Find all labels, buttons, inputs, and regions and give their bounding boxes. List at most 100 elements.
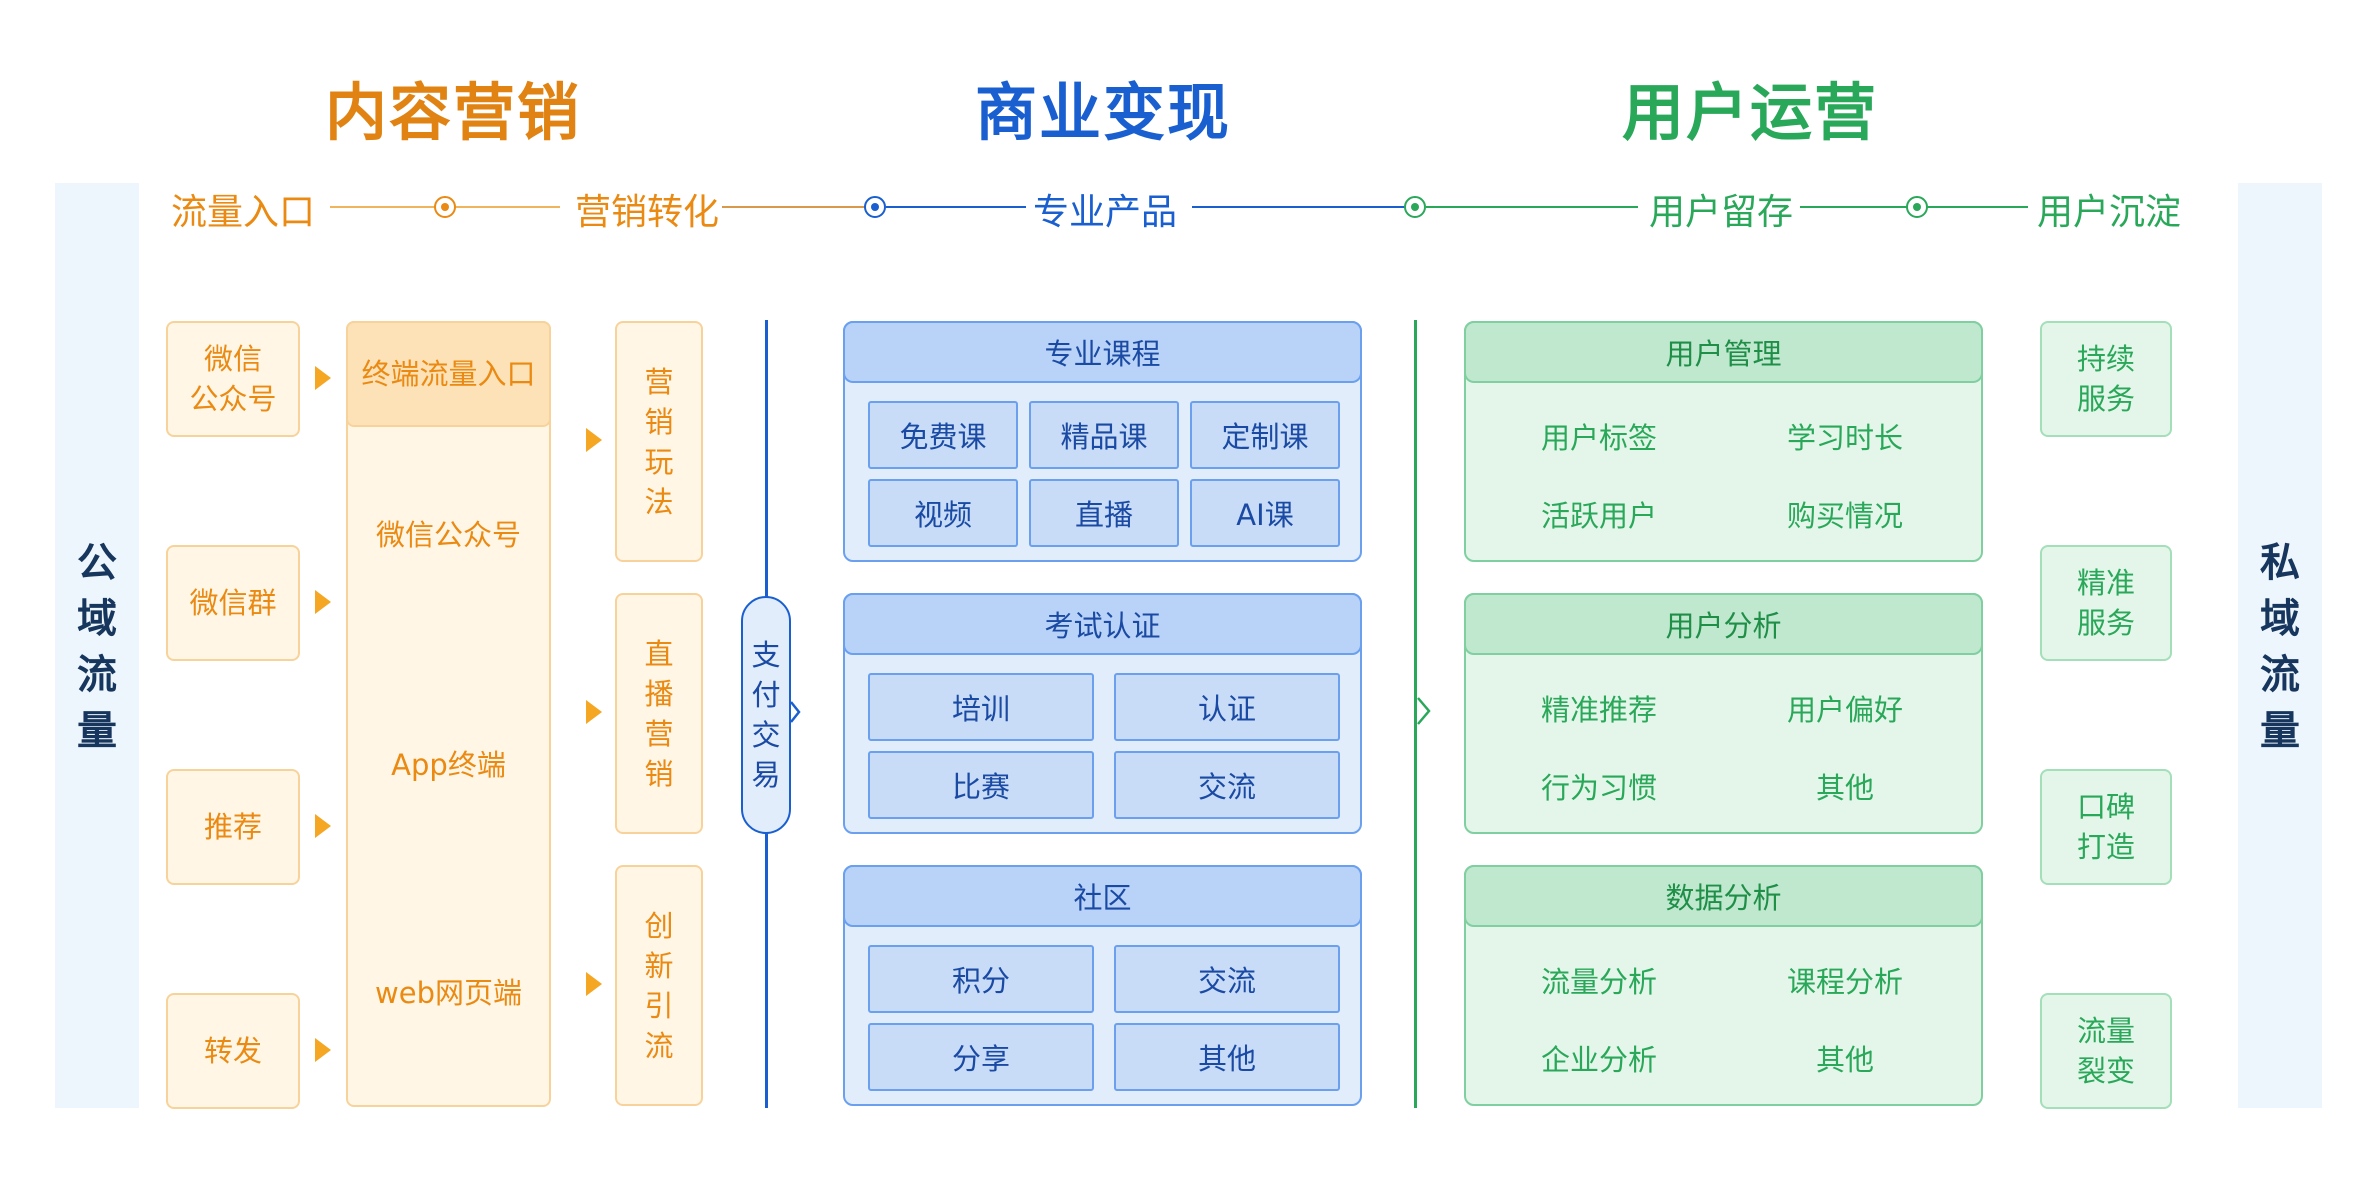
user-item: 活跃用户	[1540, 499, 1657, 533]
user-item: 企业分析	[1540, 1043, 1657, 1077]
arrow-right-icon	[315, 590, 331, 614]
product-item: 培训	[868, 673, 1094, 741]
stage-traffic-entry: 流量入口	[170, 192, 315, 233]
arrow-right-icon	[586, 700, 602, 724]
user-panel-title: 用户分析	[1464, 593, 1983, 655]
title-business-monetization: 商业变现	[974, 76, 1231, 149]
vertical-char: 域	[2260, 596, 2300, 642]
product-item: 直播	[1029, 479, 1179, 547]
product-item: 其他	[1114, 1023, 1340, 1091]
source-label: 微信群	[189, 586, 277, 620]
product-item: 认证	[1114, 673, 1340, 741]
flow-line-segment	[886, 206, 1026, 208]
vertical-char: 销	[644, 756, 674, 791]
marketing-label: 营销玩法	[644, 362, 673, 522]
flow-line-segment	[1426, 206, 1638, 208]
source-box-wechat-official: 微信 公众号	[166, 321, 300, 437]
service-box: 口碑 打造	[2040, 769, 2172, 885]
user-item: 流量分析	[1540, 965, 1657, 999]
product-item: 视频	[868, 479, 1018, 547]
source-label: 推荐	[203, 810, 262, 844]
private-traffic-label: 私域流量	[2238, 535, 2322, 759]
vertical-char: 支	[751, 638, 781, 672]
product-panel-courses: 专业课程 免费课 精品课 定制课 视频 直播 AI课	[843, 321, 1362, 562]
stage-marketing-conversion: 营销转化	[574, 192, 719, 233]
vertical-char: 量	[2260, 708, 2300, 754]
terminal-column	[346, 321, 551, 1107]
product-panel-title: 专业课程	[843, 321, 1362, 383]
product-panel-title: 考试认证	[843, 593, 1362, 655]
terminal-header-label: 终端流量入口	[361, 357, 536, 391]
public-traffic-panel	[55, 183, 139, 1108]
vertical-char: 量	[77, 708, 117, 754]
flow-node	[1404, 196, 1426, 218]
service-label: 精准 服务	[2076, 566, 2135, 640]
vertical-char: 新	[644, 948, 674, 983]
product-item: AI课	[1190, 479, 1340, 547]
arrow-right-icon	[586, 972, 602, 996]
retention-line	[1414, 320, 1417, 1108]
vertical-char: 创	[644, 908, 674, 943]
user-item: 精准推荐	[1540, 693, 1657, 727]
marketing-box: 直播营销	[615, 593, 703, 834]
terminal-item: 微信公众号	[375, 518, 521, 552]
product-item: 比赛	[868, 751, 1094, 819]
user-item: 其他	[1815, 771, 1874, 805]
user-item: 学习时长	[1786, 421, 1903, 455]
title-user-operations: 用户运营	[1621, 76, 1878, 149]
vertical-char: 法	[644, 484, 674, 519]
stage-user-retention: 用户留存	[1648, 192, 1793, 233]
user-item: 购买情况	[1786, 499, 1903, 533]
marketing-box: 创新引流	[615, 865, 703, 1106]
user-panel-title: 用户管理	[1464, 321, 1983, 383]
service-label: 持续 服务	[2076, 342, 2135, 416]
user-item: 其他	[1815, 1043, 1874, 1077]
user-panel-data-analysis: 数据分析 流量分析 课程分析 企业分析 其他	[1464, 865, 1983, 1106]
flow-line-segment	[1192, 206, 1412, 208]
source-label: 微信 公众号	[189, 342, 277, 416]
private-traffic-panel	[2238, 183, 2322, 1108]
arrow-right-icon	[586, 428, 602, 452]
vertical-char: 营	[644, 364, 674, 399]
source-label: 转发	[203, 1034, 262, 1068]
user-item: 用户标签	[1540, 421, 1657, 455]
public-traffic-label: 公域流量	[55, 535, 139, 759]
vertical-char: 公	[77, 540, 117, 586]
title-content-marketing: 内容营销	[324, 76, 581, 149]
terminal-item: App终端	[391, 748, 506, 782]
source-box-forward: 转发	[166, 993, 300, 1109]
product-item: 交流	[1114, 945, 1340, 1013]
user-panel-analysis: 用户分析 精准推荐 用户偏好 行为习惯 其他	[1464, 593, 1983, 834]
vertical-char: 播	[644, 676, 674, 711]
flow-node	[1906, 196, 1928, 218]
service-label: 流量 裂变	[2076, 1014, 2135, 1088]
vertical-char: 流	[644, 1028, 674, 1063]
vertical-char: 域	[77, 596, 117, 642]
product-panel-title: 社区	[843, 865, 1362, 927]
vertical-char: 流	[2260, 652, 2300, 698]
arrow-right-icon	[315, 366, 331, 390]
user-item: 课程分析	[1786, 965, 1903, 999]
product-item: 交流	[1114, 751, 1340, 819]
vertical-char: 销	[644, 404, 674, 439]
payment-label: 支付交易	[751, 635, 780, 795]
marketing-label: 直播营销	[644, 634, 673, 794]
source-box-recommend: 推荐	[166, 769, 300, 885]
service-box: 流量 裂变	[2040, 993, 2172, 1109]
stage-user-settlement: 用户沉淀	[2036, 192, 2181, 233]
chevron-right-icon	[790, 701, 801, 723]
user-panel-management: 用户管理 用户标签 学习时长 活跃用户 购买情况	[1464, 321, 1983, 562]
vertical-char: 私	[2260, 540, 2300, 586]
vertical-char: 玩	[644, 444, 674, 479]
payment-pill: 支付交易	[741, 596, 791, 834]
stage-professional-products: 专业产品	[1032, 192, 1177, 233]
vertical-char: 直	[644, 636, 674, 671]
vertical-char: 易	[751, 758, 781, 792]
vertical-char: 营	[644, 716, 674, 751]
service-box: 持续 服务	[2040, 321, 2172, 437]
vertical-char: 付	[751, 678, 781, 712]
arrow-right-icon	[315, 1038, 331, 1062]
flow-node	[434, 196, 456, 218]
product-item: 精品课	[1029, 401, 1179, 469]
flow-line-segment	[722, 206, 870, 208]
